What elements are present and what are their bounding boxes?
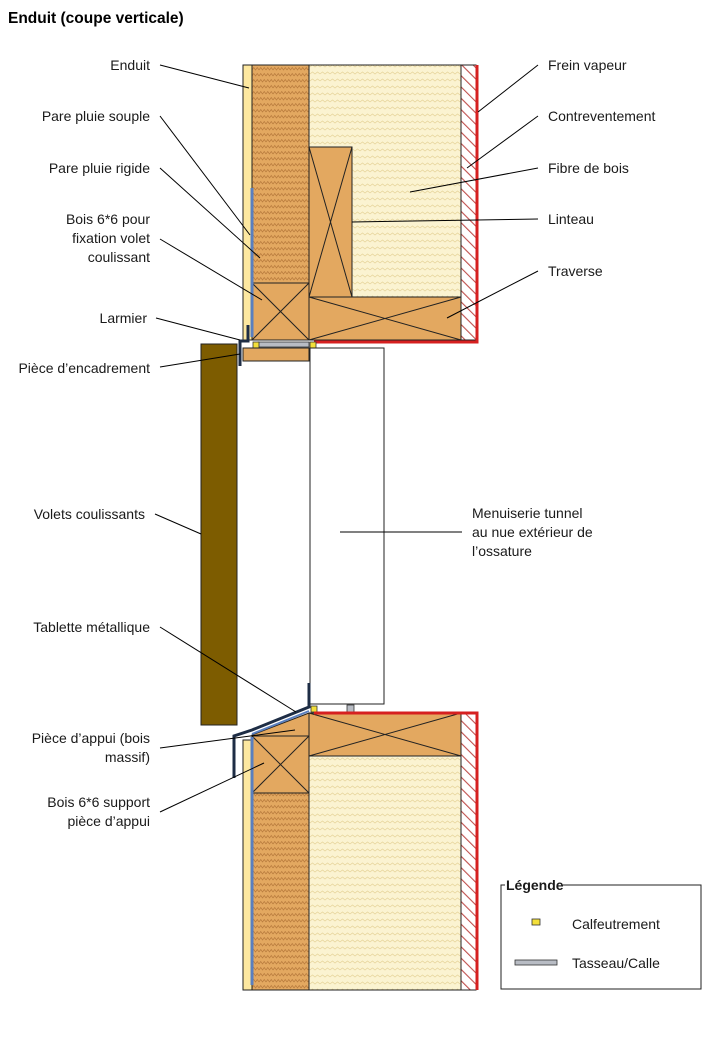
calfeutrement-head-1 bbox=[252, 341, 260, 349]
label-piece-appui-1: Pièce d’appui (bois bbox=[32, 730, 150, 746]
menuiserie-tunnel bbox=[309, 347, 385, 705]
legend-box bbox=[500, 884, 702, 990]
label-fibre-bois: Fibre de bois bbox=[548, 160, 629, 176]
label-bois-fixation-3: coulissant bbox=[88, 249, 150, 265]
label-pare-pluie-rigide: Pare pluie rigide bbox=[49, 160, 150, 176]
contreventement-bottom bbox=[460, 712, 477, 991]
legend-tasseau-label: Tasseau/Calle bbox=[572, 955, 660, 971]
label-frein-vapeur: Frein vapeur bbox=[548, 57, 627, 73]
label-menuiserie-2: au nue extérieur de bbox=[472, 524, 593, 540]
legend-title: Légende bbox=[506, 877, 564, 893]
tablette-metallique bbox=[232, 683, 311, 778]
label-piece-appui-2: massif) bbox=[105, 749, 150, 765]
label-menuiserie-1: Menuiserie tunnel bbox=[472, 505, 583, 521]
label-piece-encadrement: Pièce d’encadrement bbox=[18, 360, 150, 376]
label-pare-pluie-souple: Pare pluie souple bbox=[42, 108, 150, 124]
rigid-board-top bbox=[251, 64, 310, 284]
wood-fibre-bottom bbox=[308, 755, 462, 991]
label-volets: Volets coulissants bbox=[34, 506, 145, 522]
legend-tasseau-swatch bbox=[514, 959, 558, 966]
volet-coulissant bbox=[200, 343, 238, 726]
contreventement-top bbox=[460, 64, 477, 341]
rigid-board-bottom bbox=[251, 792, 310, 991]
upper-wall bbox=[242, 64, 479, 344]
label-bois-fixation-2: fixation volet bbox=[72, 230, 150, 246]
right-labels: Frein vapeur Contreventement Fibre de bo… bbox=[340, 57, 656, 559]
frein-vapeur-top bbox=[314, 65, 479, 344]
label-bois-support-2: pièce d’appui bbox=[67, 813, 150, 829]
calfeutrement-sill bbox=[310, 705, 318, 713]
label-bois-support-1: Bois 6*6 support bbox=[47, 794, 150, 810]
label-tablette: Tablette métallique bbox=[33, 619, 150, 635]
label-menuiserie-3: l’ossature bbox=[472, 543, 532, 559]
label-linteau: Linteau bbox=[548, 211, 594, 227]
legend-calfeutrement-label: Calfeutrement bbox=[572, 916, 660, 932]
lower-wall bbox=[232, 683, 479, 991]
left-labels: Enduit Pare pluie souple Pare pluie rigi… bbox=[18, 57, 297, 829]
legend-calfeutrement-swatch bbox=[531, 918, 541, 926]
label-enduit: Enduit bbox=[110, 57, 150, 73]
diagram-title: Enduit (coupe verticale) bbox=[8, 10, 184, 27]
label-contreventement: Contreventement bbox=[548, 108, 656, 124]
tasseau-head bbox=[257, 341, 310, 348]
piece-encadrement bbox=[242, 347, 310, 362]
frein-vapeur-bottom bbox=[314, 711, 479, 990]
label-larmier: Larmier bbox=[100, 310, 148, 326]
label-bois-fixation-1: Bois 6*6 pour bbox=[66, 211, 150, 227]
calfeutrement-head-2 bbox=[309, 341, 317, 349]
piece-appui bbox=[251, 712, 310, 737]
label-traverse: Traverse bbox=[548, 263, 603, 279]
legend: Légende Calfeutrement Tasseau/Calle bbox=[500, 877, 702, 990]
